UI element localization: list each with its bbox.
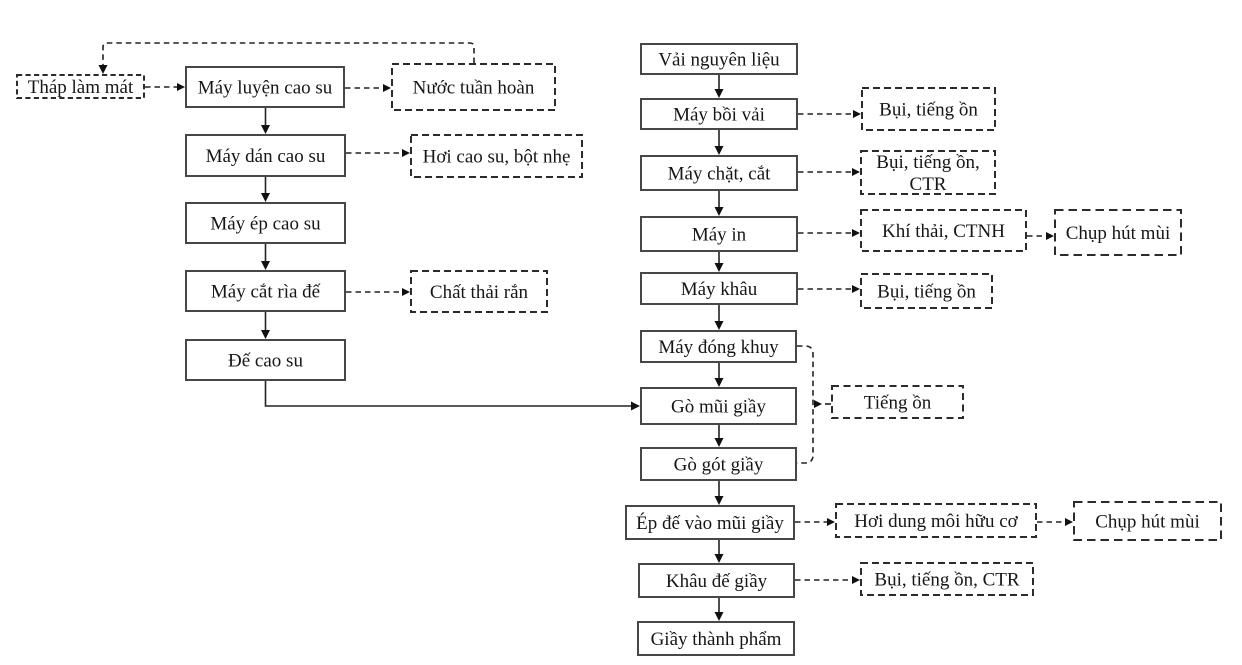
svg-text:Chụp hút mùi: Chụp hút mùi xyxy=(1095,512,1200,533)
svg-text:Máy dán cao su: Máy dán cao su xyxy=(206,146,326,167)
svg-text:Nước tuần hoàn: Nước tuần hoàn xyxy=(413,78,535,99)
svg-text:Máy đóng khuy: Máy đóng khuy xyxy=(658,337,779,358)
svg-text:Máy luyện cao su: Máy luyện cao su xyxy=(198,78,333,99)
svg-text:Khâu đế giầy: Khâu đế giầy xyxy=(666,571,768,592)
svg-text:Máy in: Máy in xyxy=(692,225,747,246)
svg-text:Giầy thành phẩm: Giầy thành phẩm xyxy=(651,629,782,650)
svg-text:Gò mũi giầy: Gò mũi giầy xyxy=(671,397,766,418)
svg-text:CTR: CTR xyxy=(910,174,947,195)
svg-text:Hơi cao su, bột nhẹ: Hơi cao su, bột nhẹ xyxy=(423,147,571,168)
svg-text:Tháp làm mát: Tháp làm mát xyxy=(28,77,134,98)
svg-text:Bụi, tiếng ồn, CTR: Bụi, tiếng ồn, CTR xyxy=(874,570,1019,591)
svg-text:Bụi, tiếng ồn: Bụi, tiếng ồn xyxy=(879,100,978,121)
svg-text:Máy ép cao su: Máy ép cao su xyxy=(210,214,321,235)
svg-text:Gò gót giầy: Gò gót giầy xyxy=(674,455,764,476)
svg-text:Hơi dung môi hữu cơ: Hơi dung môi hữu cơ xyxy=(854,511,1018,532)
svg-text:Chất thải rắn: Chất thải rắn xyxy=(430,282,529,303)
svg-text:Máy khâu: Máy khâu xyxy=(681,279,758,300)
svg-text:Vải nguyên liệu: Vải nguyên liệu xyxy=(658,50,780,71)
svg-text:Ép đế vào mũi giầy: Ép đế vào mũi giầy xyxy=(636,512,784,534)
svg-text:Máy chặt, cắt: Máy chặt, cắt xyxy=(668,164,772,185)
svg-text:Khí thải, CTNH: Khí thải, CTNH xyxy=(882,221,1005,242)
svg-text:Đế cao su: Đế cao su xyxy=(228,351,303,372)
svg-text:Tiếng ồn: Tiếng ồn xyxy=(864,393,932,414)
svg-text:Bụi, tiếng ồn,: Bụi, tiếng ồn, xyxy=(876,152,979,173)
svg-text:Bụi, tiếng ồn: Bụi, tiếng ồn xyxy=(877,282,976,303)
svg-text:Máy cắt rìa đế: Máy cắt rìa đế xyxy=(211,282,321,303)
svg-text:Chụp hút mùi: Chụp hút mùi xyxy=(1066,223,1171,244)
svg-text:Máy bồi vải: Máy bồi vải xyxy=(673,105,765,126)
